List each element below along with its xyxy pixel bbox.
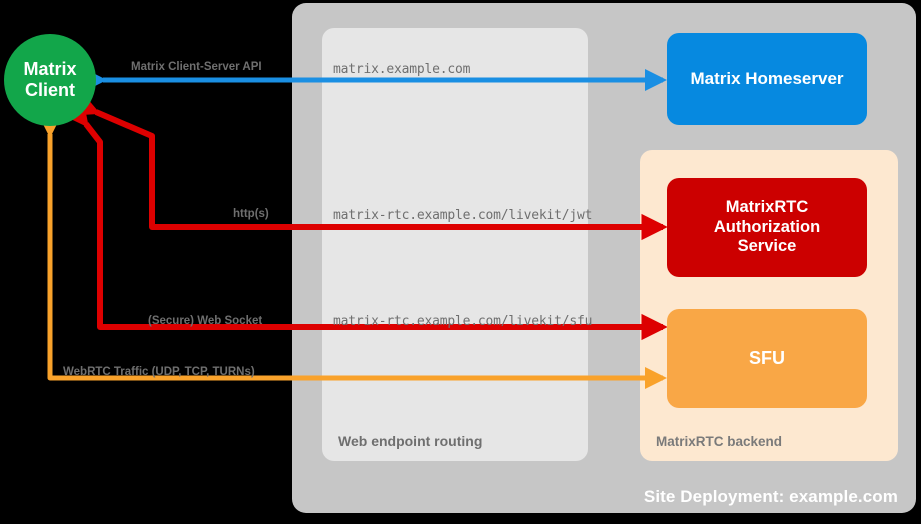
endpoint-label-livekit-sfu: matrix-rtc.example.com/livekit/sfu <box>333 314 593 329</box>
node-matrix-client[interactable]: Matrix Client <box>4 34 96 126</box>
edge-label-webrtc-traffic: WebRTC Traffic (UDP, TCP, TURNs) <box>63 366 255 378</box>
edge-label-client-server-api: Matrix Client-Server API <box>131 61 262 73</box>
web-endpoint-routing-label: Web endpoint routing <box>338 433 483 449</box>
matrix-homeserver-label: Matrix Homeserver <box>690 68 844 88</box>
node-matrix-homeserver[interactable]: Matrix Homeserver <box>667 33 867 125</box>
authorization-line3: Service <box>737 237 797 256</box>
endpoint-label-livekit-jwt: matrix-rtc.example.com/livekit/jwt <box>333 208 593 223</box>
matrixrtc-backend-label: MatrixRTC backend <box>656 434 783 449</box>
matrix-client-line1: Matrix <box>23 58 77 79</box>
site-deployment-label: Site Deployment: example.com <box>643 487 898 506</box>
endpoint-label-matrix: matrix.example.com <box>333 62 471 77</box>
edge-label-websocket: (Secure) Web Socket <box>148 315 263 327</box>
edge-label-https: http(s) <box>233 208 269 220</box>
sfu-label: SFU <box>749 347 785 368</box>
authorization-line1: MatrixRTC <box>725 197 809 216</box>
edge-webrtc-media <box>39 116 668 389</box>
node-sfu[interactable]: SFU <box>667 309 867 408</box>
node-matrixrtc-authorization-service[interactable]: MatrixRTC Authorization Service <box>667 178 867 277</box>
matrix-client-line2: Client <box>24 80 75 100</box>
authorization-line2: Authorization <box>713 217 821 236</box>
